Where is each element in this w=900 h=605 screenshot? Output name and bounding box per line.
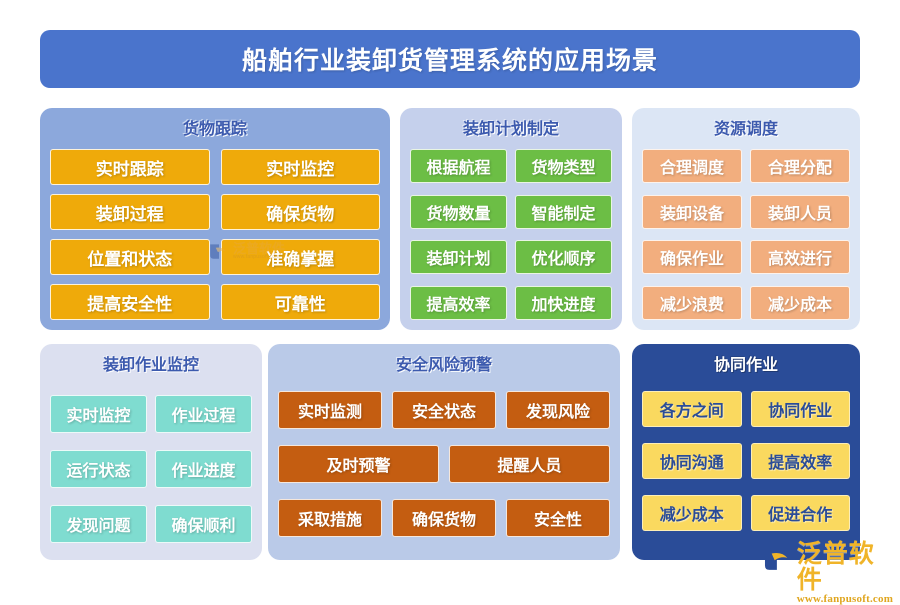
watermark-url: www.fanpusoft.com	[796, 593, 894, 605]
chip-item[interactable]: 安全状态	[392, 391, 496, 429]
chip-item[interactable]: 货物数量	[410, 194, 507, 229]
chip-row: 运行状态 作业进度	[50, 450, 252, 488]
chip-item[interactable]: 高效进行	[750, 240, 850, 275]
panel-chip-grid: 合理调度 合理分配 装卸设备 装卸人员 确保作业 高效进行 减少浪费 减少成本	[642, 149, 850, 320]
chip-row: 装卸过程 确保货物	[50, 194, 380, 230]
panel-title-collaborative-work: 协同作业	[713, 357, 778, 374]
chip-item[interactable]: 发现风险	[506, 391, 610, 429]
panel-chip-grid: 实时监控 作业过程 运行状态 作业进度 发现问题 确保顺利	[50, 385, 252, 550]
chip-item[interactable]: 确保顺利	[155, 505, 252, 543]
chip-row: 装卸计划 优化顺序	[410, 240, 612, 275]
panel-collaborative-work: 协同作业 各方之间 协同作业 协同沟通 提高效率 减少成本 促进合作	[632, 344, 860, 560]
chip-row: 确保作业 高效进行	[642, 240, 850, 275]
chip-item[interactable]: 作业过程	[155, 395, 252, 433]
panel-chip-grid: 各方之间 协同作业 协同沟通 提高效率 减少成本 促进合作	[642, 385, 850, 550]
chip-item[interactable]: 提高效率	[410, 285, 507, 320]
chip-item[interactable]: 确保货物	[220, 194, 380, 230]
chip-item[interactable]: 提高安全性	[50, 284, 210, 320]
chip-item[interactable]: 确保作业	[642, 240, 742, 275]
chip-item[interactable]: 可靠性	[220, 284, 380, 320]
chip-item[interactable]: 位置和状态	[50, 239, 210, 275]
chip-item[interactable]: 装卸人员	[750, 194, 850, 229]
panel-resource-dispatch: 资源调度 合理调度 合理分配 装卸设备 装卸人员 确保作业 高效进行 减少浪费 …	[632, 108, 860, 330]
panel-safety-warning: 安全风险预警 实时监测 安全状态 发现风险 及时预警 提醒人员 采取措施 确保货…	[268, 344, 620, 560]
chip-item[interactable]: 实时监测	[278, 391, 382, 429]
panel-chip-grid: 根据航程 货物类型 货物数量 智能制定 装卸计划 优化顺序 提高效率 加快进度	[410, 149, 612, 320]
chip-item[interactable]: 智能制定	[515, 194, 612, 229]
chip-row: 货物数量 智能制定	[410, 194, 612, 229]
chip-row: 位置和状态 准确掌握	[50, 239, 380, 275]
panel-operation-monitor: 装卸作业监控 实时监控 作业过程 运行状态 作业进度 发现问题 确保顺利	[40, 344, 262, 560]
chip-row: 协同沟通 提高效率	[642, 443, 850, 479]
panel-title-cargo-tracking: 货物跟踪	[182, 121, 247, 138]
chip-item[interactable]: 货物类型	[515, 149, 612, 183]
panel-chip-grid: 实时跟踪 实时监控 装卸过程 确保货物 位置和状态 准确掌握 提高安全性 可靠性	[50, 149, 380, 320]
chip-item[interactable]: 准确掌握	[220, 239, 380, 275]
chip-row: 装卸设备 装卸人员	[642, 194, 850, 229]
chip-row: 实时跟踪 实时监控	[50, 149, 380, 185]
chip-item[interactable]: 装卸计划	[410, 240, 507, 275]
chip-item[interactable]: 减少成本	[750, 285, 850, 320]
chip-row: 及时预警 提醒人员	[278, 445, 610, 483]
chip-item[interactable]: 发现问题	[50, 505, 147, 543]
chip-item[interactable]: 优化顺序	[515, 240, 612, 275]
chip-item[interactable]: 实时监控	[50, 395, 147, 433]
panel-chip-grid: 实时监测 安全状态 发现风险 及时预警 提醒人员 采取措施 确保货物 安全性	[278, 385, 610, 550]
chip-item[interactable]: 装卸过程	[50, 194, 210, 230]
chip-item[interactable]: 装卸设备	[642, 194, 742, 229]
chip-item[interactable]: 合理调度	[642, 149, 742, 183]
chip-item[interactable]: 各方之间	[642, 391, 742, 427]
chip-row: 提高安全性 可靠性	[50, 284, 380, 320]
chip-item[interactable]: 及时预警	[278, 445, 439, 483]
panel-title-operation-monitor: 装卸作业监控	[102, 357, 199, 374]
chip-item[interactable]: 协同作业	[750, 391, 850, 427]
chip-item[interactable]: 减少成本	[642, 495, 742, 531]
chip-row: 发现问题 确保顺利	[50, 505, 252, 543]
chip-item[interactable]: 运行状态	[50, 450, 147, 488]
chip-item[interactable]: 作业进度	[155, 450, 252, 488]
page-title: 船舶行业装卸货管理系统的应用场景	[241, 47, 658, 75]
chip-item[interactable]: 促进合作	[750, 495, 850, 531]
chip-row: 提高效率 加快进度	[410, 285, 612, 320]
chip-item[interactable]: 确保货物	[392, 499, 496, 537]
panel-title-loading-plan: 装卸计划制定	[462, 121, 559, 138]
chip-row: 采取措施 确保货物 安全性	[278, 499, 610, 537]
chip-row: 实时监控 作业过程	[50, 395, 252, 433]
chip-item[interactable]: 实时跟踪	[50, 149, 210, 185]
chip-row: 减少浪费 减少成本	[642, 285, 850, 320]
chip-item[interactable]: 减少浪费	[642, 285, 742, 320]
chip-row: 合理调度 合理分配	[642, 149, 850, 183]
chip-row: 根据航程 货物类型	[410, 149, 612, 183]
chip-item[interactable]: 协同沟通	[642, 443, 742, 479]
chip-item[interactable]: 根据航程	[410, 149, 507, 183]
panel-title-resource-dispatch: 资源调度	[713, 121, 778, 138]
chip-item[interactable]: 提醒人员	[449, 445, 610, 483]
chip-item[interactable]: 安全性	[506, 499, 610, 537]
panel-loading-plan: 装卸计划制定 根据航程 货物类型 货物数量 智能制定 装卸计划 优化顺序 提高效…	[400, 108, 622, 330]
page-title-banner: 船舶行业装卸货管理系统的应用场景	[40, 30, 860, 88]
chip-item[interactable]: 加快进度	[515, 285, 612, 320]
chip-row: 实时监测 安全状态 发现风险	[278, 391, 610, 429]
chip-item[interactable]: 实时监控	[220, 149, 380, 185]
panel-title-safety-warning: 安全风险预警	[395, 357, 492, 374]
chip-item[interactable]: 提高效率	[750, 443, 850, 479]
chip-item[interactable]: 合理分配	[750, 149, 850, 183]
chip-item[interactable]: 采取措施	[278, 499, 382, 537]
chip-row: 减少成本 促进合作	[642, 495, 850, 531]
panel-cargo-tracking: 货物跟踪 实时跟踪 实时监控 装卸过程 确保货物 位置和状态 准确掌握 提高安全…	[40, 108, 390, 330]
chip-row: 各方之间 协同作业	[642, 391, 850, 427]
